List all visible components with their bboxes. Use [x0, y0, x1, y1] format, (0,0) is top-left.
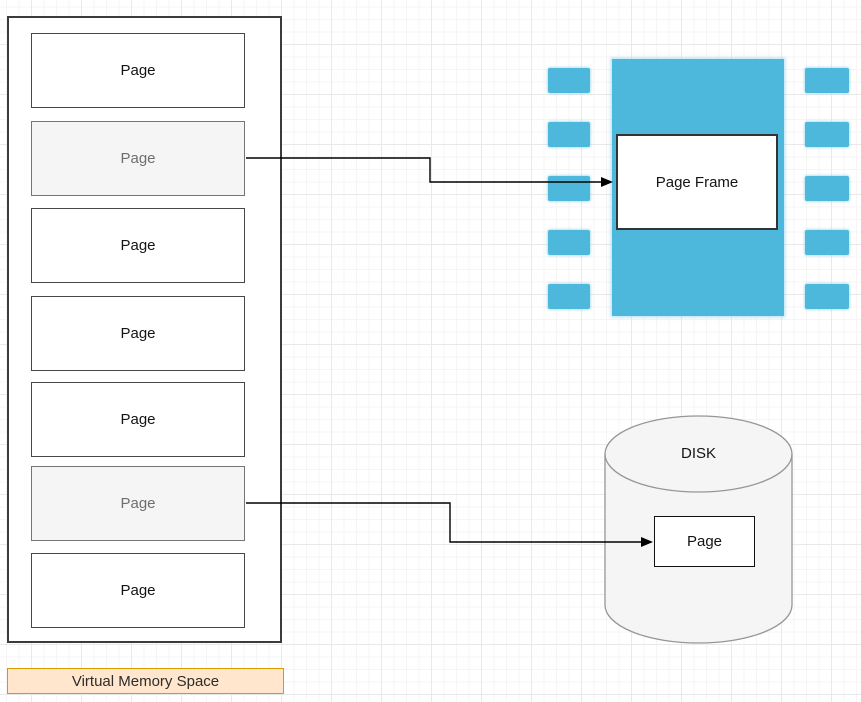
- chip-pin-left-2[interactable]: [548, 122, 590, 147]
- vm-page-1-label: Page: [120, 62, 156, 79]
- virtual-memory-space-label[interactable]: Virtual Memory Space: [7, 668, 284, 694]
- vm-page-4[interactable]: Page: [31, 296, 245, 371]
- vm-page-3[interactable]: Page: [31, 208, 245, 283]
- disk-title-text: DISK: [680, 444, 716, 462]
- vm-page-4-label: Page: [120, 325, 156, 342]
- vm-page-7-label: Page: [120, 582, 156, 599]
- vm-page-3-label: Page: [120, 237, 156, 254]
- chip-pin-right-1[interactable]: [805, 68, 849, 93]
- chip-pin-left-4[interactable]: [548, 230, 590, 255]
- disk-title: DISK: [605, 442, 792, 464]
- vm-page-6[interactable]: Page: [31, 466, 245, 541]
- vm-page-5-label: Page: [120, 411, 156, 428]
- disk-page-label: Page: [686, 533, 723, 550]
- chip-pin-right-4[interactable]: [805, 230, 849, 255]
- chip-pin-left-3[interactable]: [548, 176, 590, 201]
- chip-pin-left-5[interactable]: [548, 284, 590, 309]
- chip-pin-right-3[interactable]: [805, 176, 849, 201]
- page-frame-box[interactable]: Page Frame: [616, 134, 778, 230]
- vm-page-2[interactable]: Page: [31, 121, 245, 196]
- page-frame-label: Page Frame: [655, 173, 739, 191]
- vm-page-6-label: Page: [120, 495, 156, 512]
- virtual-memory-space-text: Virtual Memory Space: [71, 672, 220, 690]
- chip-pin-left-1[interactable]: [548, 68, 590, 93]
- arrow-page-to-disk[interactable]: [246, 502, 653, 547]
- vm-page-1[interactable]: Page: [31, 33, 245, 108]
- chip-pin-right-5[interactable]: [805, 284, 849, 309]
- vm-page-7[interactable]: Page: [31, 553, 245, 628]
- vm-page-5[interactable]: Page: [31, 382, 245, 457]
- disk-page-box[interactable]: Page: [654, 516, 755, 567]
- chip-pin-right-2[interactable]: [805, 122, 849, 147]
- vm-page-2-label: Page: [120, 150, 156, 167]
